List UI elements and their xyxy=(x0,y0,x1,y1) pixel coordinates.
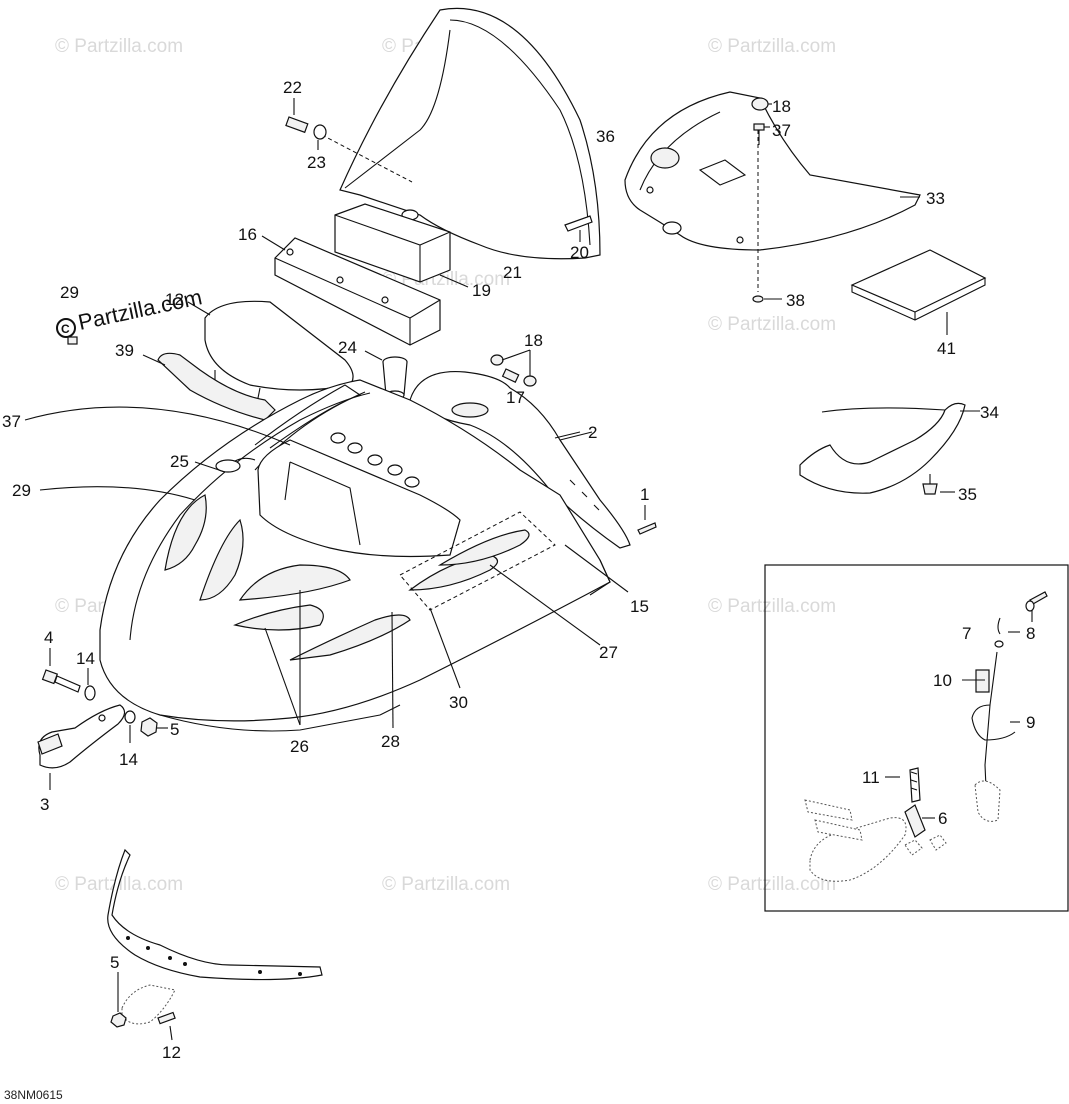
clip-20 xyxy=(564,215,593,242)
callout-16: 16 xyxy=(238,225,257,244)
callout-23: 23 xyxy=(307,153,326,172)
callout-37: 37 xyxy=(772,121,791,140)
callout-20: 20 xyxy=(570,243,589,262)
callout-29: 29 xyxy=(60,283,79,302)
callout-14: 14 xyxy=(119,750,138,769)
callout-27: 27 xyxy=(599,643,618,662)
callout-11: 11 xyxy=(862,768,880,787)
deflector-34 xyxy=(799,402,980,494)
callout-35: 35 xyxy=(958,485,977,504)
callout-2: 2 xyxy=(588,423,597,442)
callout-28: 28 xyxy=(381,732,400,751)
callout-15: 15 xyxy=(630,597,649,616)
callout-3: 3 xyxy=(40,795,49,814)
callout-29: 29 xyxy=(12,481,31,500)
grommet-screw-top xyxy=(751,97,772,145)
leader-lines xyxy=(24,406,629,729)
hood xyxy=(99,379,611,732)
mount-bracket xyxy=(37,704,126,790)
handle-39 xyxy=(142,352,276,421)
callout-39: 39 xyxy=(115,341,134,360)
logo-text: Partzilla.com xyxy=(76,284,204,335)
rear-panel xyxy=(624,91,921,292)
callout-12: 12 xyxy=(162,1043,181,1062)
callout-34: 34 xyxy=(980,403,999,422)
bumper-rail xyxy=(107,848,323,1025)
nut-5 xyxy=(140,717,168,737)
watermark: © Partzilla.com xyxy=(708,36,836,57)
inset-box xyxy=(764,564,1069,912)
watermark: © Partzilla.com xyxy=(708,874,836,895)
bolt-4 xyxy=(41,648,81,693)
callout-18: 18 xyxy=(772,97,791,116)
pad-41 xyxy=(850,249,987,335)
callout-18: 18 xyxy=(524,331,543,350)
svg-text:C: C xyxy=(61,322,70,336)
callout-17: 17 xyxy=(506,388,525,407)
callout-36: 36 xyxy=(596,127,615,146)
callout-labels: 22 23 36 16 21 19 20 18 37 33 38 41 29 1… xyxy=(2,78,1035,1102)
callout-7: 7 xyxy=(962,624,971,643)
screw-29 xyxy=(67,336,78,345)
callout-30: 30 xyxy=(449,693,468,712)
callout-26: 26 xyxy=(290,737,309,756)
grommet-screw-middle xyxy=(490,349,537,387)
callout-21: 21 xyxy=(503,263,522,282)
callout-22: 22 xyxy=(283,78,302,97)
rail-fasteners xyxy=(110,1011,176,1041)
callout-24: 24 xyxy=(338,338,357,357)
callout-14: 14 xyxy=(76,649,95,668)
watermark: © Partzilla.com xyxy=(55,36,183,57)
watermark: © Partzilla.com xyxy=(708,314,836,335)
callout-41: 41 xyxy=(937,339,956,358)
callout-5: 5 xyxy=(170,720,179,739)
callout-12: 12 xyxy=(165,290,184,309)
screw-35 xyxy=(922,474,955,495)
callout-10: 10 xyxy=(933,671,952,690)
foam-block xyxy=(334,203,469,288)
callout-1: 1 xyxy=(640,485,649,504)
callout-4: 4 xyxy=(44,628,53,647)
rivet-1 xyxy=(637,505,657,535)
console-cover xyxy=(261,235,441,346)
callout-8: 8 xyxy=(1026,624,1035,643)
callout-38: 38 xyxy=(786,291,805,310)
callout-19: 19 xyxy=(472,281,491,300)
handle-12 xyxy=(187,300,354,399)
deflector-2 xyxy=(409,370,631,549)
bolt-22 xyxy=(285,98,327,150)
watermark: © Partzilla.com xyxy=(382,874,510,895)
callout-9: 9 xyxy=(1026,713,1035,732)
callout-25: 25 xyxy=(170,452,189,471)
washer-38 xyxy=(752,295,782,303)
washer-14 xyxy=(84,668,136,743)
callout-37: 37 xyxy=(2,412,21,431)
callout-33: 33 xyxy=(926,189,945,208)
diagram-code: 38NM0615 xyxy=(4,1088,63,1102)
watermark: © Partzilla.com xyxy=(708,596,836,617)
callout-6: 6 xyxy=(938,809,947,828)
callout-5: 5 xyxy=(110,953,119,972)
